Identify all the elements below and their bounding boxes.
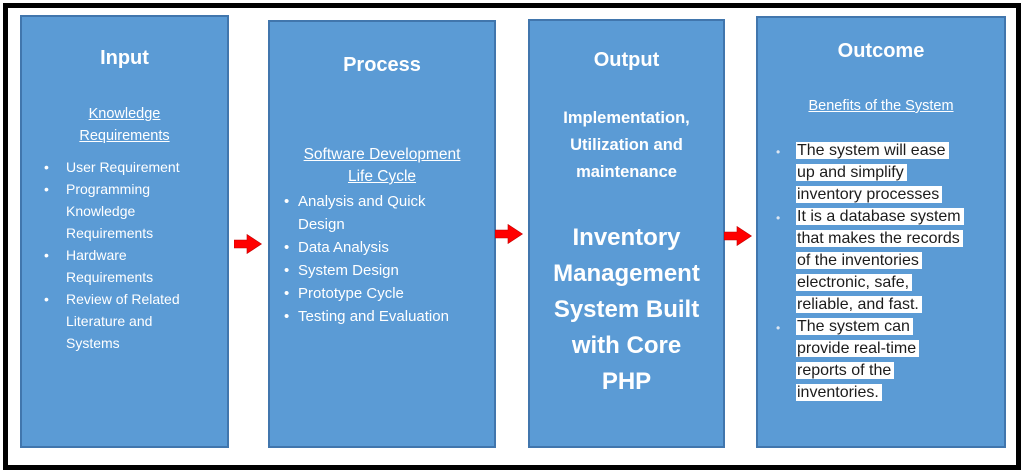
list-item: System Design (284, 259, 484, 282)
input-bullet-list: User RequirementProgramming Knowledge Re… (22, 156, 227, 354)
right-arrow-icon (724, 226, 752, 246)
list-item: Programming Knowledge Requirements (44, 178, 213, 244)
list-item: Testing and Evaluation (284, 305, 484, 328)
outcome-bullet-list: The system will ease up and simplify inv… (758, 140, 1004, 404)
input-title: Input (100, 47, 149, 69)
output-box: Output Implementation, Utilization and m… (528, 19, 725, 448)
list-item: The system can provide real-time reports… (776, 316, 996, 404)
process-box: Process Software Development Life Cycle … (268, 20, 496, 448)
highlighted-text: It is a database system that makes the r… (796, 208, 964, 313)
outcome-heading: Benefits of the System (808, 98, 954, 114)
process-title: Process (343, 54, 421, 76)
output-title: Output (593, 49, 660, 71)
list-item: User Requirement (44, 156, 213, 178)
input-heading: Knowledge Requirements (79, 106, 170, 144)
output-subtitle: Implementation, Utilization and maintena… (563, 109, 690, 181)
list-item: The system will ease up and simplify inv… (776, 140, 996, 206)
list-item: Data Analysis (284, 236, 484, 259)
list-item: Analysis and Quick Design (284, 190, 484, 236)
list-item: Prototype Cycle (284, 282, 484, 305)
list-item: Review of Related Literature and Systems (44, 288, 213, 354)
list-item: Hardware Requirements (44, 244, 213, 288)
input-box: Input Knowledge Requirements User Requir… (20, 15, 229, 448)
highlighted-text: The system will ease up and simplify inv… (796, 142, 949, 203)
right-arrow-icon (234, 234, 262, 254)
process-bullet-list: Analysis and Quick DesignData AnalysisSy… (270, 190, 494, 328)
outcome-title: Outcome (837, 40, 925, 62)
right-arrow-icon (495, 224, 523, 244)
highlighted-text: The system can provide real-time reports… (796, 318, 920, 401)
outcome-box: Outcome Benefits of the System The syste… (756, 16, 1006, 448)
list-item: It is a database system that makes the r… (776, 206, 996, 316)
process-heading: Software Development Life Cycle (303, 146, 461, 185)
output-main-text: Inventory Management System Built with C… (553, 224, 700, 395)
